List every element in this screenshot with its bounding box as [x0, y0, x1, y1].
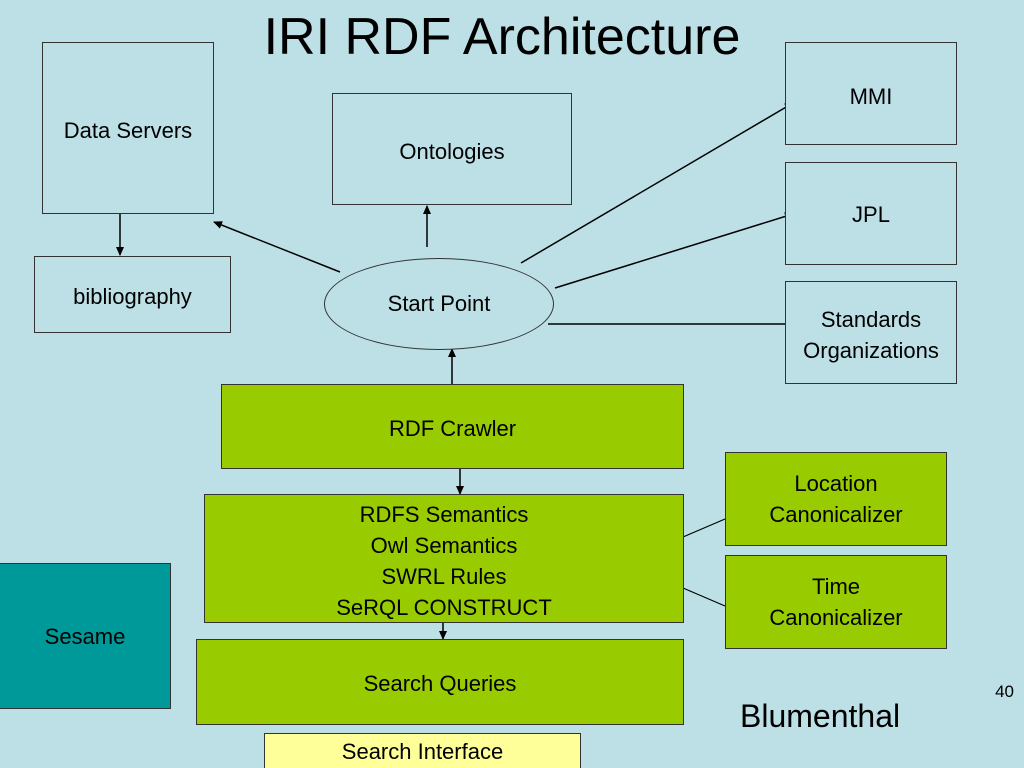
mmi-box: MMI: [785, 42, 957, 145]
sesame-label: Sesame: [44, 623, 126, 649]
time-canonicalizer-box: Time Canonicalizer: [725, 555, 947, 649]
start-point-label: Start Point: [387, 291, 491, 316]
search-queries-label: Search Queries: [363, 671, 517, 696]
time-canon-line1: Time: [811, 574, 861, 599]
arrow-startpoint-to-dataservers: [213, 221, 341, 273]
time-canon-line2: Canonicalizer: [769, 605, 903, 630]
search-interface-box: Search Interface: [264, 733, 581, 768]
data-servers-box: Data Servers: [42, 42, 214, 214]
search-queries-box: Search Queries: [196, 639, 684, 725]
arrow-startpoint-to-mmi: [520, 102, 794, 264]
semantics-line-serql: SeRQL CONSTRUCT: [336, 595, 552, 620]
arrow-startpoint-to-jpl: [554, 212, 794, 289]
start-point-ellipse: Start Point: [324, 258, 554, 350]
ontologies-box: Ontologies: [332, 93, 572, 205]
author-name: Blumenthal: [740, 698, 901, 734]
standards-label-line1: Standards: [820, 307, 922, 332]
location-canon-line2: Canonicalizer: [769, 502, 903, 527]
line-semantics-to-location: [682, 518, 726, 538]
page-number: 40: [995, 682, 1014, 701]
semantics-line-rdfs: RDFS Semantics: [359, 502, 529, 527]
semantics-line-owl: Owl Semantics: [370, 533, 518, 558]
line-semantics-to-time: [682, 587, 726, 607]
standards-organizations-box: Standards Organizations: [785, 281, 957, 384]
location-canonicalizer-box: Location Canonicalizer: [725, 452, 947, 546]
semantics-line-swrl: SWRL Rules: [381, 564, 507, 589]
standards-label-line2: Organizations: [803, 338, 939, 363]
semantics-box: RDFS Semantics Owl Semantics SWRL Rules …: [204, 494, 684, 623]
bibliography-box: bibliography: [34, 256, 231, 333]
data-servers-label: Data Servers: [63, 118, 193, 143]
bibliography-label: bibliography: [73, 284, 192, 309]
mmi-label: MMI: [849, 84, 893, 109]
jpl-label: JPL: [852, 202, 890, 227]
rdf-crawler-box: RDF Crawler: [221, 384, 684, 469]
ontologies-label: Ontologies: [399, 139, 505, 164]
slide-title: IRI RDF Architecture: [263, 8, 741, 66]
jpl-box: JPL: [785, 162, 957, 265]
location-canon-line1: Location: [794, 471, 878, 496]
rdf-crawler-label: RDF Crawler: [388, 416, 517, 441]
sesame-box: Sesame: [0, 563, 171, 709]
search-interface-label: Search Interface: [341, 738, 504, 764]
